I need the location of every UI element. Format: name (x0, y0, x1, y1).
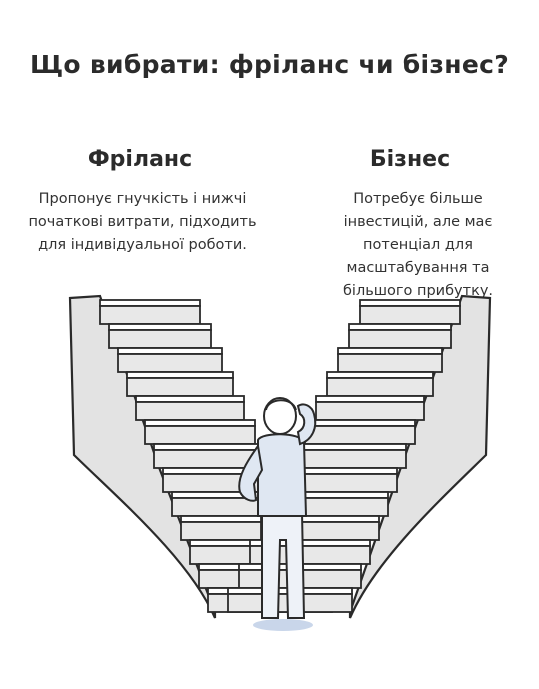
stair-step-face (117, 353, 223, 373)
stair-step-face (135, 401, 245, 421)
stair-step-face (348, 329, 452, 349)
stair-step-face (99, 305, 201, 325)
business-heading: Бізнес (369, 147, 451, 172)
stair-step-face (326, 377, 434, 397)
stair-step-face (108, 329, 212, 349)
business-description: Потребує більше інвестицій, але має поте… (342, 191, 494, 299)
right-staircase-wall (348, 294, 492, 619)
stair-step-face (126, 377, 234, 397)
stair-step-face (359, 305, 461, 325)
stair-step-face (315, 401, 425, 421)
freelance-description: Пропонує гнучкість і нижчі початкові вит… (28, 191, 257, 253)
stair-step-face (337, 353, 443, 373)
person-thinking-icon (238, 397, 317, 631)
page-title: Що вибрати: фріланс чи бізнес? (29, 50, 510, 79)
stair-step-face (144, 425, 256, 445)
freelance-heading: Фріланс (87, 147, 193, 172)
left-staircase-wall (68, 294, 217, 619)
stair-step-face (304, 425, 416, 445)
stair-step-face (293, 449, 407, 469)
